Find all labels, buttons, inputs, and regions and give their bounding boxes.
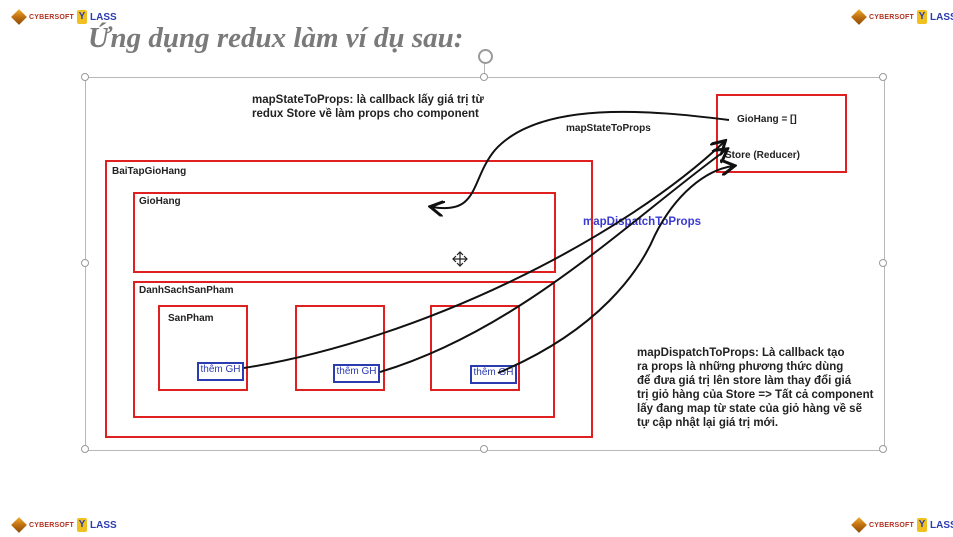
them-gh-button-2[interactable]: thêm GH	[333, 364, 380, 383]
logo-top-left: CYBERSOFT Y LASS	[11, 9, 117, 25]
logo-bottom-right: CYBERSOFT Y LASS	[851, 517, 953, 533]
logo-class-text: LASS	[89, 11, 117, 23]
logo-y-badge: Y	[916, 518, 927, 532]
resize-handle-mr[interactable]	[879, 259, 887, 267]
note-map-state: mapStateToProps: là callback lấy giá trị…	[252, 94, 484, 120]
store-box	[716, 94, 847, 173]
gio-hang-box	[133, 192, 556, 273]
arrow-dispatch-1	[243, 142, 724, 369]
resize-handle-br[interactable]	[879, 445, 887, 453]
move-cursor-icon	[452, 251, 468, 267]
note-map-dispatch: mapDispatchToProps: Là callback tạo ra p…	[637, 347, 874, 429]
gio-hang-label: GioHang	[139, 196, 181, 207]
store-label: Store (Reducer)	[725, 150, 801, 161]
logo-class-text: LASS	[929, 11, 953, 23]
store-giohang-label: GioHang = []	[737, 114, 797, 125]
rotate-handle-line	[484, 63, 485, 77]
logo-y-badge: Y	[76, 518, 87, 532]
arrow-dispatch-2	[379, 150, 726, 373]
arrow-dispatch-3	[497, 166, 733, 374]
danh-sach-san-pham-box	[133, 281, 555, 418]
them-gh-button-3[interactable]: thêm GH	[470, 365, 517, 384]
logo-cybersoft-text: CYBERSOFT	[29, 13, 74, 21]
slide-title: Ứng dụng redux làm ví dụ sau:	[88, 22, 464, 54]
map-state-arrow-label: mapStateToProps	[566, 123, 651, 134]
resize-handle-bc[interactable]	[480, 445, 488, 453]
them-gh-button-1[interactable]: thêm GH	[197, 362, 244, 381]
san-pham-box-2	[295, 305, 385, 391]
bai-tap-gio-hang-label: BaiTapGioHang	[112, 166, 187, 177]
san-pham-label: SanPham	[168, 313, 214, 324]
danh-sach-san-pham-label: DanhSachSanPham	[139, 285, 234, 296]
logo-cybersoft-text: CYBERSOFT	[29, 521, 74, 529]
rotate-handle-icon[interactable]	[478, 49, 493, 64]
logo-bottom-left: CYBERSOFT Y LASS	[11, 517, 117, 533]
san-pham-box-1	[158, 305, 248, 391]
resize-handle-ml[interactable]	[81, 259, 89, 267]
resize-handle-bl[interactable]	[81, 445, 89, 453]
arrow-map-state	[432, 110, 730, 208]
logo-cybersoft-text: CYBERSOFT	[869, 521, 914, 529]
resize-handle-tr[interactable]	[879, 73, 887, 81]
logo-y-badge: Y	[76, 10, 87, 24]
bai-tap-gio-hang-box	[105, 160, 593, 438]
san-pham-box-3	[430, 305, 520, 391]
logo-class-text: LASS	[929, 519, 953, 531]
resize-handle-tc[interactable]	[480, 73, 488, 81]
logo-cybersoft-text: CYBERSOFT	[869, 13, 914, 21]
logo-y-badge: Y	[916, 10, 927, 24]
logo-class-text: LASS	[89, 519, 117, 531]
resize-handle-tl[interactable]	[81, 73, 89, 81]
logo-top-right: CYBERSOFT Y LASS	[851, 9, 953, 25]
